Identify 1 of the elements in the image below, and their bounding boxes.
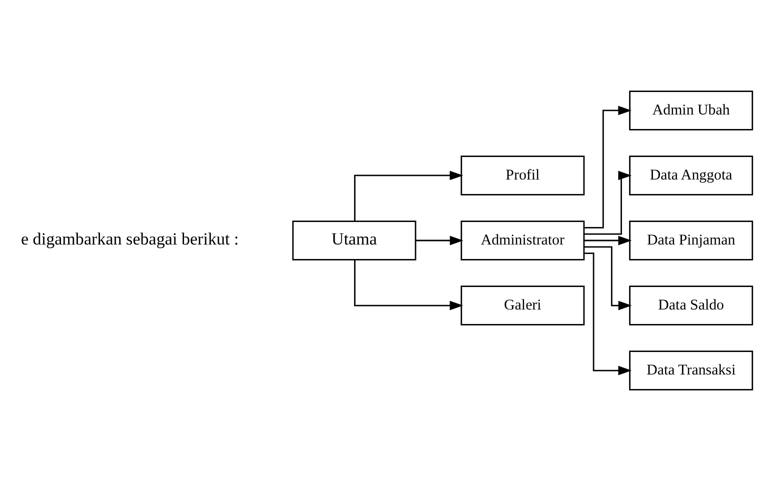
label: e digambarkan sebagai berikut : bbox=[20, 229, 239, 248]
